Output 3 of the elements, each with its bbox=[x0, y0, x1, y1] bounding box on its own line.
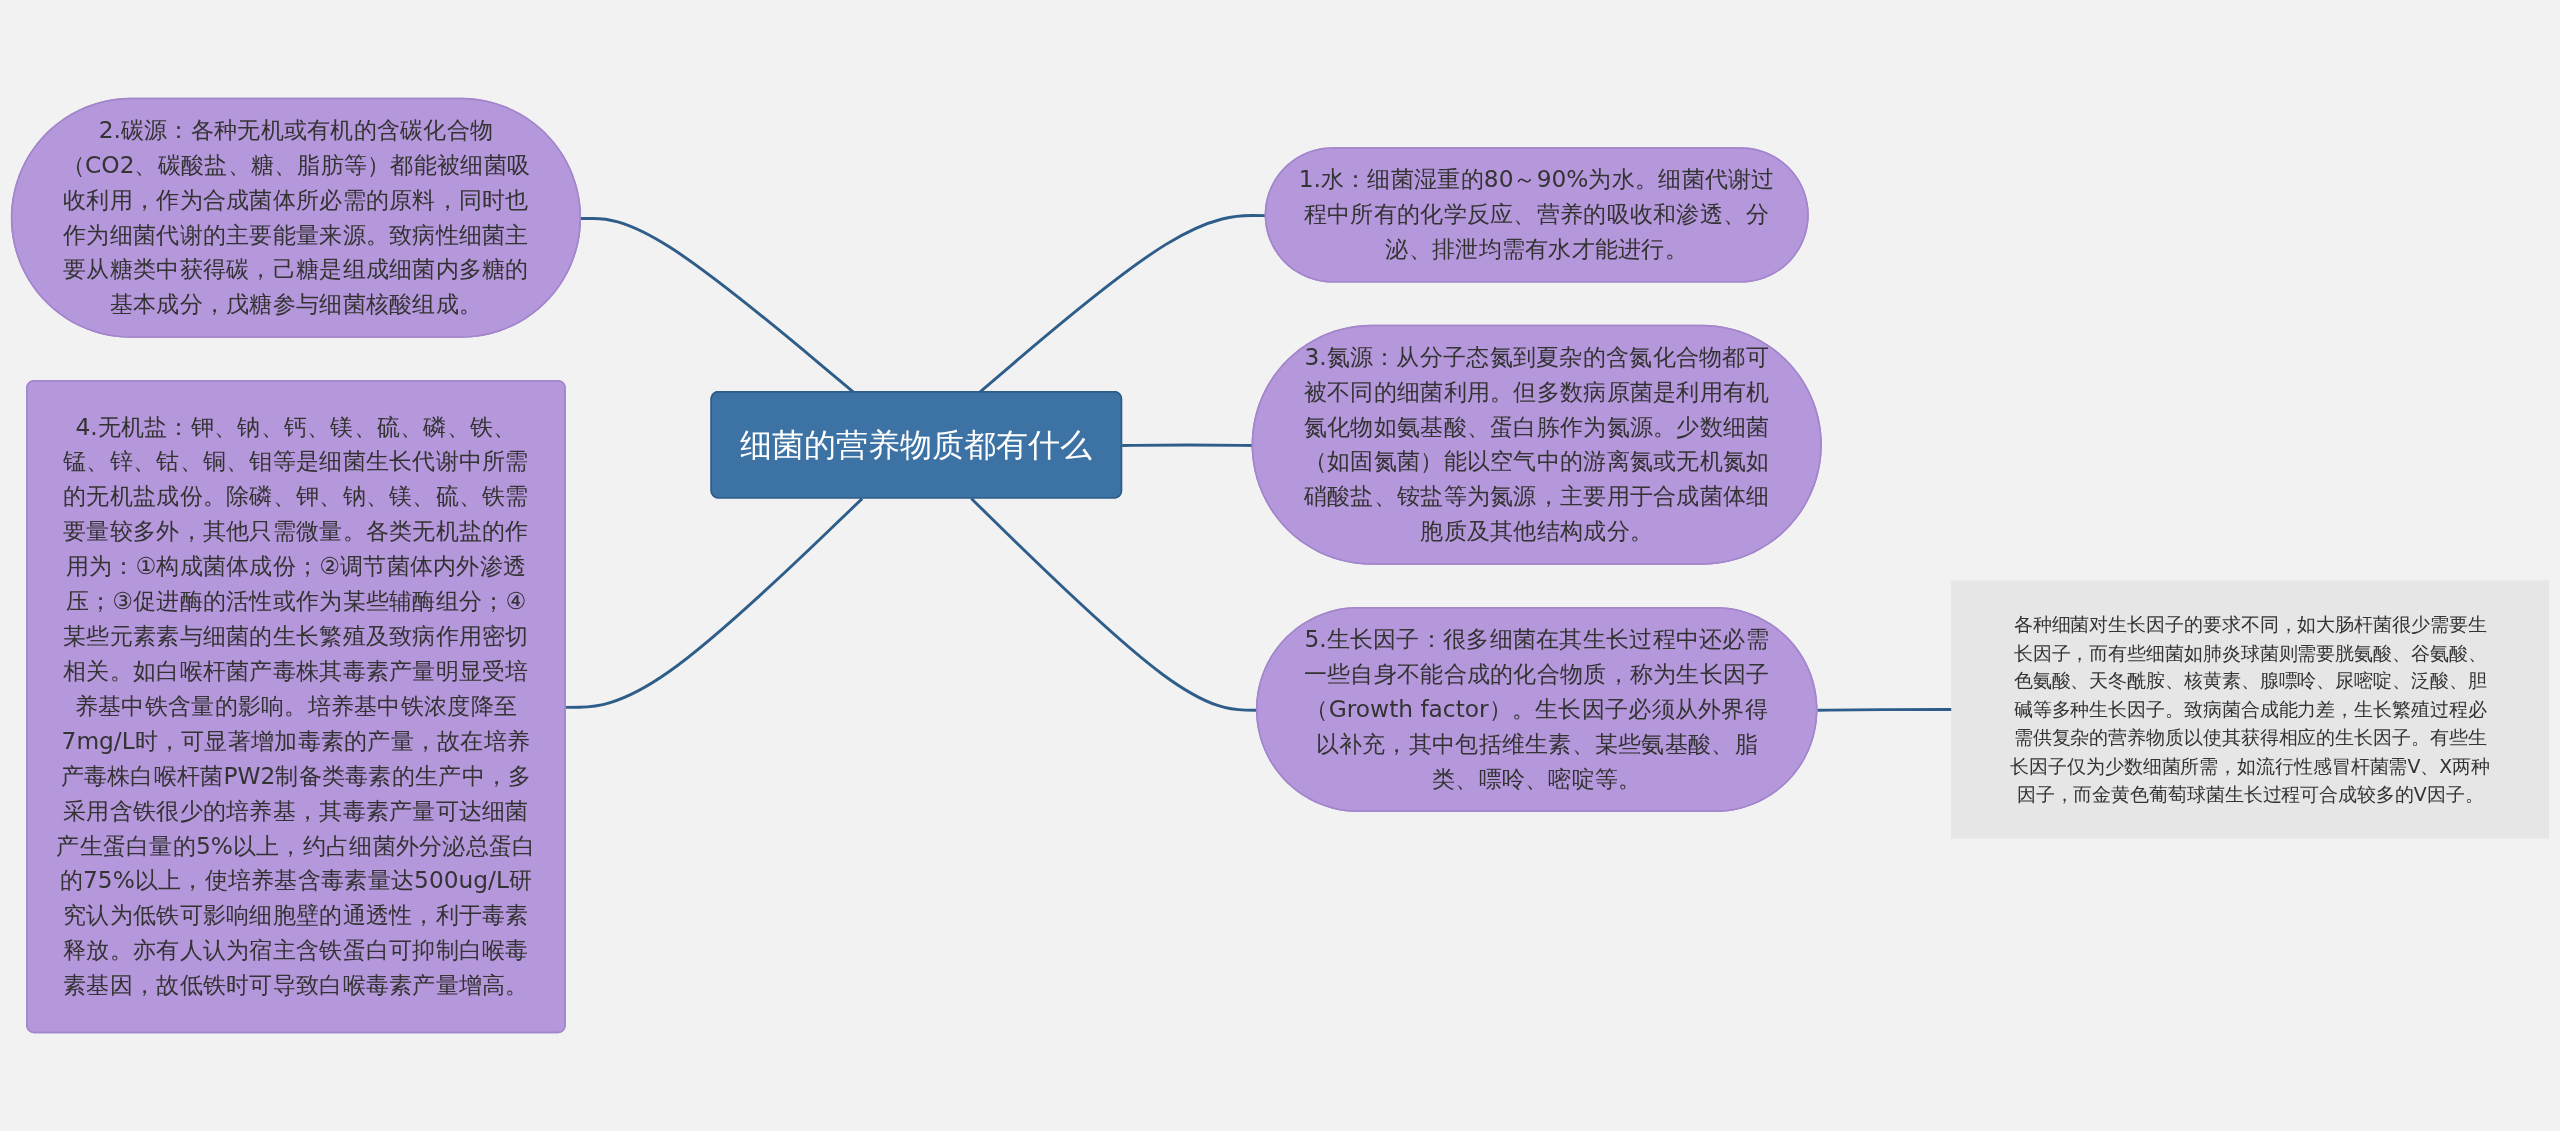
node-box: 各种细菌对生长因子的要求不同，如大肠杆菌很少需要生长因子，而有些细菌如肺炎球菌则需要胱氨酸、谷氨酸、色氨酸、天冬酰胺、核黄素、腺嘌呤、尿嘧啶、泛酸、胆碱等多种生长因子。致病菌合成能力差，生长繁殖过程必需供复杂的营养物质以使其获得相应的生长因子。有些生长因子仅为少数细菌所需，如流行性感冒杆菌需V、X两种因子，而金黄色葡萄球菌生长过程可合成较多的V因子。 bbox=[1951, 580, 2550, 839]
connector bbox=[565, 497, 864, 709]
connector bbox=[1817, 708, 1952, 712]
